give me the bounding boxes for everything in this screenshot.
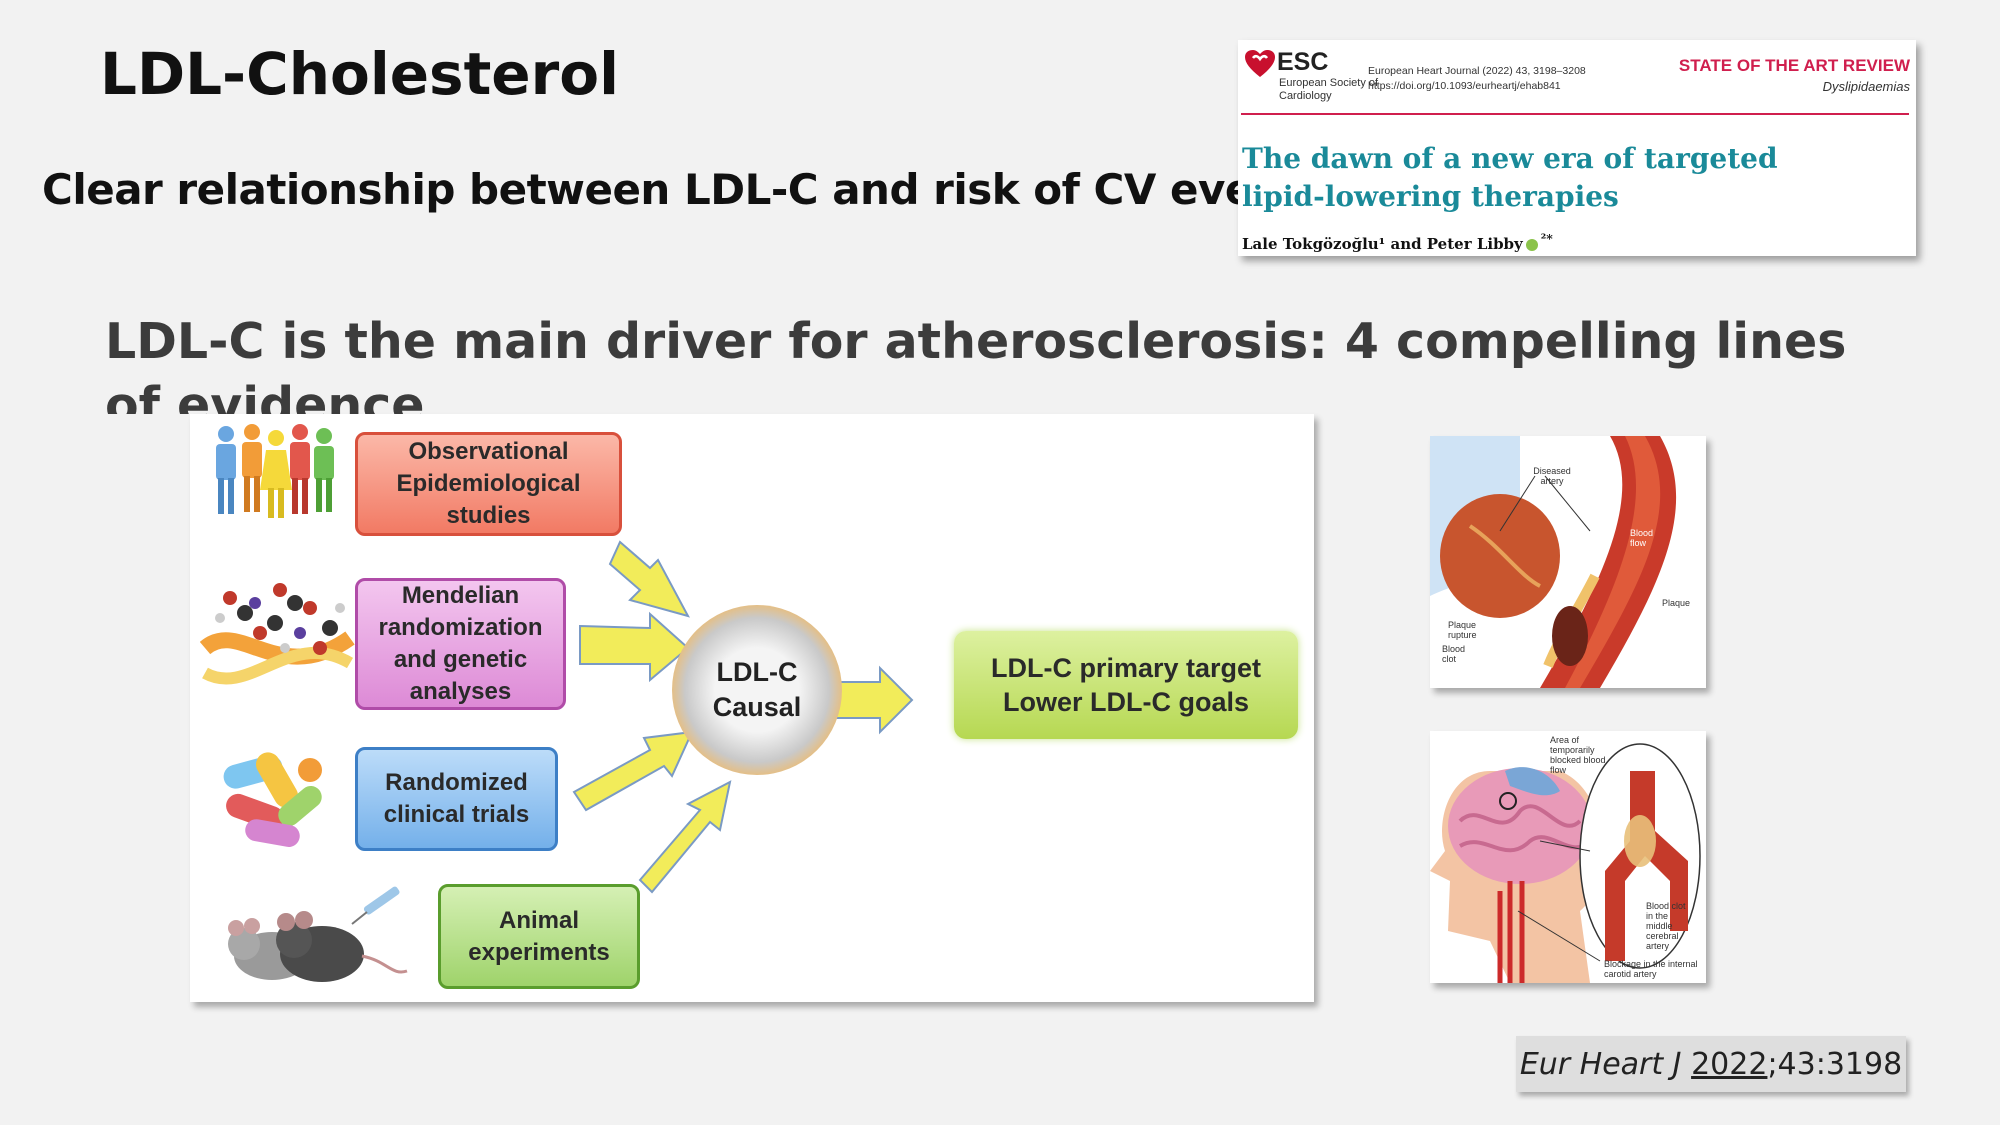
- citation-year-link[interactable]: 2022: [1691, 1046, 1768, 1082]
- target-line-2: Lower LDL-C goals: [1002, 687, 1249, 717]
- lab-mice-icon: [228, 886, 408, 982]
- review-type: STATE OF THE ART REVIEW: [1678, 56, 1910, 75]
- paper-authors: Lale Tokgözoğlu¹ and Peter Libby ²*: [1242, 231, 1553, 253]
- citation-box: Eur Heart J 2022;43:3198: [1516, 1036, 1906, 1092]
- evidence-animal-box: Animal experiments: [438, 884, 640, 989]
- slide-subtitle: Clear relationship between LDL-C and ris…: [42, 165, 1327, 214]
- brain-stroke-illustration: Area of temporarily blocked blood flow B…: [1430, 731, 1706, 983]
- target-line-1: LDL-C primary target: [990, 653, 1262, 683]
- ldl-causal-center: LDL-C Causal: [672, 605, 842, 775]
- paper-header-card: [1238, 40, 1916, 256]
- label-plaque-rupture: Plaque rupture: [1448, 620, 1477, 640]
- label-diseased-artery: Diseased artery: [1533, 466, 1571, 486]
- journal-line: European Heart Journal (2022) 43, 3198–3…: [1368, 65, 1586, 77]
- arrow-icon: [608, 540, 690, 618]
- evidence-mendelian-box: Mendelian randomization and genetic anal…: [355, 578, 566, 710]
- label-carotid-blockage: Blockage in the internal carotid artery: [1604, 959, 1698, 979]
- label-clot-mca: Blood clot in the middle cerebral artery: [1646, 901, 1686, 951]
- label-blood-clot: Blood clot: [1442, 644, 1466, 664]
- evidence-observational-box: Observational Epidemiological studies: [355, 432, 622, 536]
- divider: [1241, 113, 1909, 115]
- slide-headline: LDL-C is the main driver for atheroscler…: [105, 313, 1847, 414]
- label-plaque: Plaque: [1662, 598, 1691, 608]
- label-blood-flow: Blood flow: [1630, 528, 1654, 548]
- paper-title: The dawn of a new era of targeted lipid-…: [1242, 142, 1778, 213]
- evidence-rct-box: Randomized clinical trials: [355, 747, 558, 851]
- arrow-icon: [579, 611, 690, 683]
- review-category: Dyslipidaemias: [1822, 79, 1910, 94]
- esc-heart-logo-icon: [1245, 50, 1275, 77]
- ldl-target-box: LDL-C primary target Lower LDL-C goals: [954, 631, 1298, 739]
- author-names: Lale Tokgözoğlu¹ and Peter Libby: [1242, 235, 1523, 253]
- people-icon: [216, 424, 334, 518]
- esc-society-name: European Society of Cardiology: [1279, 77, 1379, 102]
- center-line-1: LDL-C: [716, 657, 798, 687]
- label-blocked-area: Area of temporarily blocked blood flow: [1550, 735, 1606, 775]
- pills-icon: [223, 752, 322, 847]
- arrow-icon: [572, 730, 694, 812]
- esc-abbreviation: ESC: [1277, 48, 1329, 76]
- brain-stroke-icon: [1430, 743, 1701, 983]
- slide-title: LDL-Cholesterol: [100, 40, 619, 108]
- citation-journal: Eur Heart J: [1519, 1046, 1682, 1082]
- arrows-layer: [572, 540, 914, 894]
- orcid-icon[interactable]: [1525, 239, 1538, 251]
- citation-volume: ;43:3198: [1767, 1046, 1903, 1082]
- center-line-2: Causal: [712, 692, 802, 722]
- dna-molecule-icon: [200, 583, 355, 685]
- journal-reference: European Heart Journal (2022) 43, 3198–3…: [1368, 64, 1586, 94]
- author-suffix: ²*: [1540, 231, 1553, 246]
- doi-link[interactable]: https://doi.org/10.1093/eurheartj/ehab84…: [1368, 80, 1561, 92]
- artery-illustration: Diseased artery Blood flow Plaque Plaque…: [1430, 436, 1706, 688]
- arrow-icon: [638, 780, 732, 894]
- artery-plaque-icon: [1430, 436, 1677, 688]
